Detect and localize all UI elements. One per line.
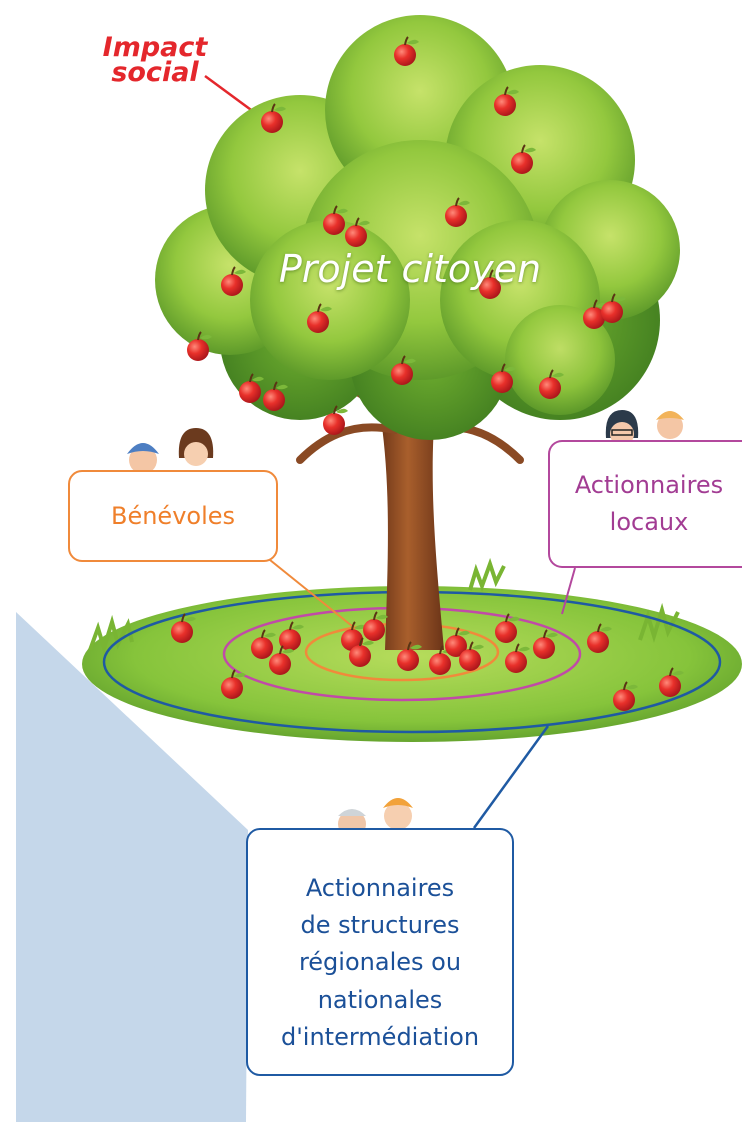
- benevoles-box: Bénévoles: [68, 470, 278, 562]
- actionnaires-locaux-line2: locaux: [609, 508, 689, 536]
- regional-line4: nationales: [317, 985, 443, 1014]
- impact-label-line2: social: [111, 56, 199, 88]
- regional-line5: d'intermédiation: [280, 1022, 480, 1051]
- actionnaires-locaux-box: Actionnaires locaux: [548, 440, 742, 568]
- benevoles-label: Bénévoles: [110, 502, 236, 530]
- regional-line3: régionales ou: [298, 948, 462, 977]
- central-project-label: Projet citoyen: [278, 247, 542, 291]
- tree-trunk: [378, 400, 444, 650]
- actionnaires-locaux-line1: Actionnaires: [574, 470, 724, 499]
- impact-social-label: Impact social: [70, 32, 240, 88]
- regional-line1: Actionnaires: [305, 874, 455, 903]
- regional-line2: de structures: [300, 911, 460, 940]
- regional-shareholders-box: Actionnaires de structures régionales ou…: [246, 828, 514, 1076]
- impact-label-line1: Impact: [102, 32, 208, 63]
